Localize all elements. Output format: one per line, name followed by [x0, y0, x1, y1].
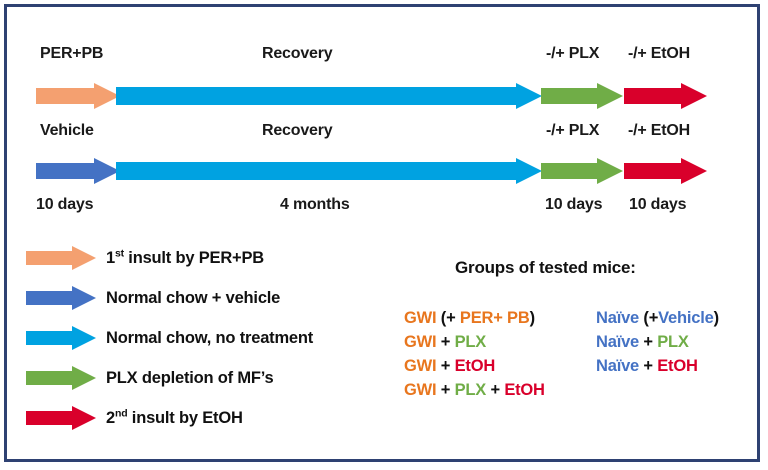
legend-item-plx-depletion: PLX depletion of MF’s [26, 363, 274, 393]
legend-text-sup-4: nd [114, 407, 128, 419]
group-token-2: Vehicle [658, 309, 714, 327]
legend-item-second-insult: 2nd insult by EtOH [26, 403, 243, 433]
row1-phase2-label: Recovery [262, 45, 333, 62]
row2-phase3-label: -/+ PLX [546, 122, 600, 139]
group-row-gwi-3: GWI + PLX + EtOH [404, 378, 545, 402]
legend-text-post-4: insult by EtOH [127, 408, 243, 427]
group-token-0: GWI [404, 333, 441, 351]
group-row-gwi-2: GWI + EtOH [404, 354, 545, 378]
group-row-gwi-0: GWI (+ PER+ PB) [404, 306, 545, 330]
group-token-1: + [643, 357, 658, 375]
legend-text-pre-3: PLX depletion of MF’s [106, 368, 274, 387]
row2-darkblue-arrow [36, 158, 120, 184]
cyan-arrow-icon [26, 326, 96, 350]
group-token-1: + [440, 333, 455, 351]
duration-phase4: 10 days [629, 196, 687, 213]
group-token-4: EtOH [504, 381, 545, 399]
groups-title: Groups of tested mice: [455, 258, 636, 277]
row2-cyan-arrow [116, 158, 542, 184]
group-token-1: (+ [643, 309, 659, 327]
group-token-2: PLX [454, 381, 487, 399]
group-token-0: Naïve [596, 357, 644, 375]
group-token-3: + [486, 381, 505, 399]
legend-item-normal-chow-vehicle: Normal chow + vehicle [26, 283, 280, 313]
group-token-3: ) [529, 309, 536, 327]
row1-phase4-label: -/+ EtOH [628, 45, 690, 62]
legend-text-pre-4: 2 [106, 408, 115, 427]
row2-phase2-label: Recovery [262, 122, 333, 139]
legend-item-first-insult: 1st insult by PER+PB [26, 243, 264, 273]
row1-peach-arrow [36, 83, 120, 109]
groups-column-naive: Naïve (+Vehicle) Naïve + PLX Naïve + EtO… [596, 306, 719, 378]
group-token-1: + [643, 333, 658, 351]
group-token-0: GWI [404, 357, 441, 375]
duration-phase3: 10 days [545, 196, 603, 213]
legend-label-normal-chow-vehicle: Normal chow + vehicle [106, 289, 280, 308]
group-token-3: ) [713, 309, 720, 327]
group-token-0: Naïve [596, 309, 644, 327]
group-token-2: PLX [454, 333, 487, 351]
row1-phase3-label: -/+ PLX [546, 45, 600, 62]
row2-phase4-label: -/+ EtOH [628, 122, 690, 139]
legend-text-pre-1: Normal chow + vehicle [106, 288, 281, 307]
group-token-2: PLX [657, 333, 689, 351]
group-token-0: GWI [404, 309, 441, 327]
group-token-1: + [440, 357, 455, 375]
duration-phase1: 10 days [36, 196, 94, 213]
group-token-2: PER+ PB [459, 309, 530, 327]
group-token-0: GWI [404, 381, 441, 399]
group-row-naive-2: Naïve + EtOH [596, 354, 719, 378]
row2-phase1-label: Vehicle [40, 122, 94, 139]
dark-blue-arrow-icon [26, 286, 96, 310]
group-token-2: EtOH [657, 357, 698, 375]
legend-label-normal-chow-no-treatment: Normal chow, no treatment [106, 329, 313, 348]
groups-column-gwi: GWI (+ PER+ PB) GWI + PLX GWI + EtOH GWI… [404, 306, 545, 402]
duration-phase2: 4 months [280, 196, 350, 213]
diagram-frame [4, 4, 760, 462]
legend-label-second-insult: 2nd insult by EtOH [106, 407, 243, 428]
legend-text-pre-2: Normal chow, no treatment [106, 328, 314, 347]
row1-cyan-arrow [116, 83, 542, 109]
row1-red-arrow [624, 83, 707, 109]
group-token-1: + [440, 381, 455, 399]
legend-text-sup-0: st [114, 247, 124, 259]
legend-label-plx-depletion: PLX depletion of MF’s [106, 369, 274, 388]
row2-red-arrow [624, 158, 707, 184]
group-token-2: EtOH [454, 357, 496, 375]
legend-text-pre-0: 1 [106, 248, 115, 267]
legend-item-normal-chow-no-treatment: Normal chow, no treatment [26, 323, 313, 353]
red-arrow-icon [26, 406, 96, 430]
green-arrow-icon [26, 366, 96, 390]
legend-label-first-insult: 1st insult by PER+PB [106, 247, 265, 268]
group-row-naive-1: Naïve + PLX [596, 330, 719, 354]
group-row-naive-0: Naïve (+Vehicle) [596, 306, 719, 330]
group-row-gwi-1: GWI + PLX [404, 330, 545, 354]
row2-green-arrow [541, 158, 623, 184]
group-token-0: Naïve [596, 333, 644, 351]
row1-green-arrow [541, 83, 623, 109]
row1-phase1-label: PER+PB [40, 45, 104, 62]
peach-arrow-icon [26, 246, 96, 270]
group-token-1: (+ [440, 309, 460, 327]
legend-text-post-0: insult by PER+PB [123, 248, 265, 267]
